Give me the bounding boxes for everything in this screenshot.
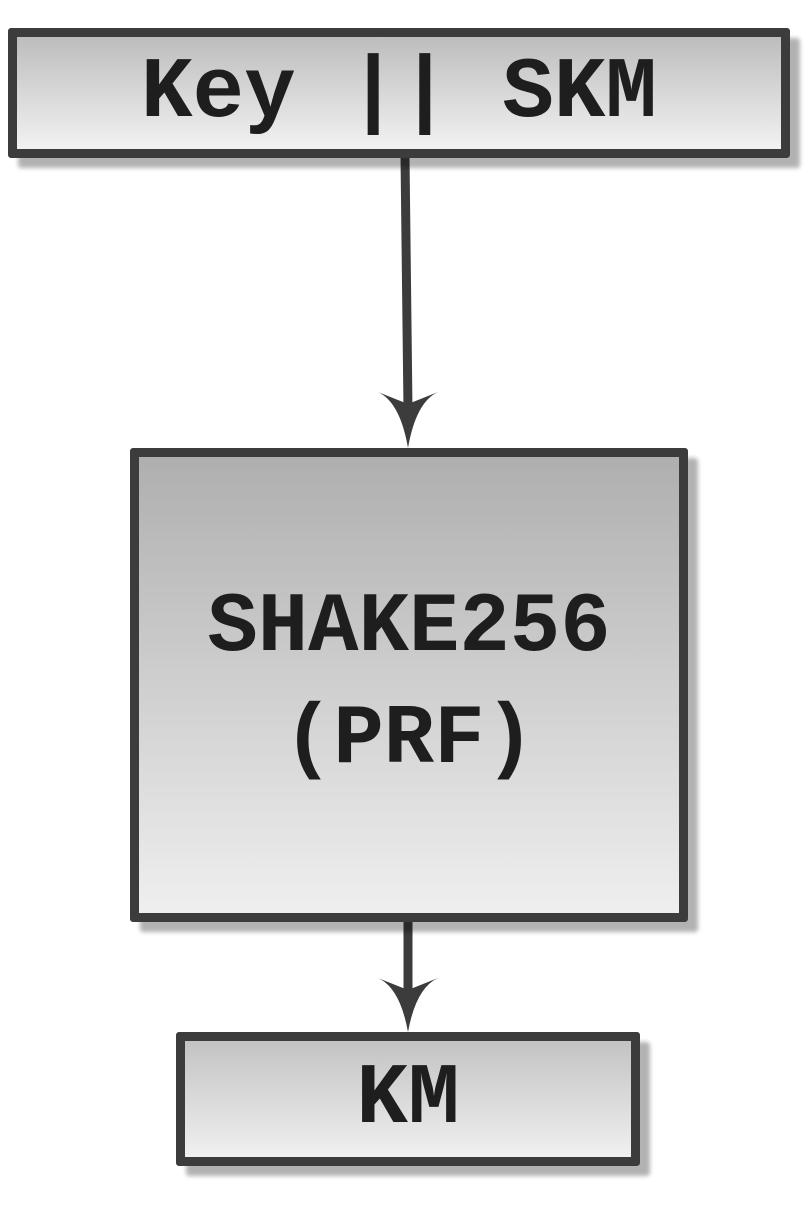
prf-node-label-line1: SHAKE256 [207,581,611,676]
arrow-prf-to-output [378,920,438,1032]
prf-node-shake256: SHAKE256 (PRF) [130,448,688,922]
input-node-key-skm: Key || SKM [8,28,790,158]
input-node-label: Key || SKM [140,44,658,142]
output-node-km: KM [176,1032,640,1166]
output-node-label: KM [356,1050,460,1148]
arrow-input-to-prf [378,155,438,448]
prf-node-label-line2: (PRF) [282,693,536,788]
